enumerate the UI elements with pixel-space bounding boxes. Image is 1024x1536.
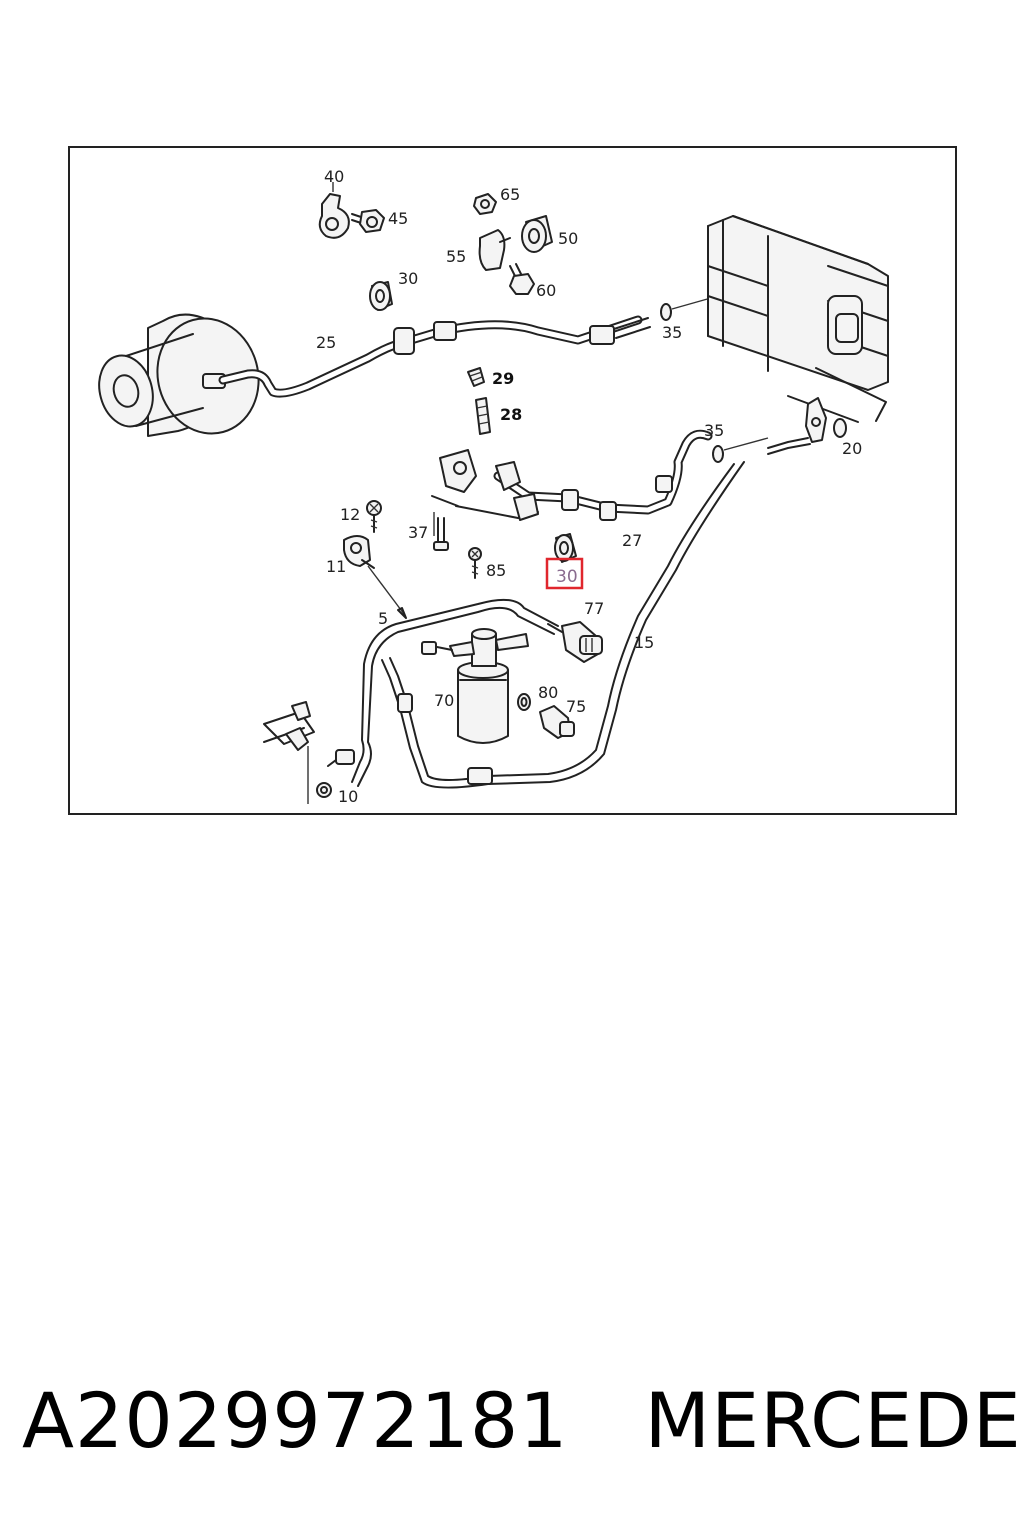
brand-name: MERCEDES xyxy=(644,1375,1024,1465)
compressor-part xyxy=(98,313,260,437)
bolt-37 xyxy=(433,512,449,551)
suction-hose-25 xyxy=(218,315,651,398)
callout-35-top: 35 xyxy=(662,323,682,342)
o-ring-35-mid xyxy=(712,437,769,463)
bracket-20 xyxy=(805,397,847,443)
callout-29: 29 xyxy=(492,369,514,388)
pressure-line-15 xyxy=(381,437,811,789)
callout-35-mid: 35 xyxy=(704,421,724,440)
bracket-55 xyxy=(478,229,511,271)
callout-40: 40 xyxy=(324,167,344,186)
callout-10: 10 xyxy=(338,787,358,806)
callout-50: 50 xyxy=(558,229,578,248)
parts-diagram: 40 45 65 50 55 60 30 25 35 29 28 35 20 1… xyxy=(68,146,957,815)
footer: A2029972181 MERCEDES xyxy=(22,1370,1024,1470)
screw-12 xyxy=(366,500,382,533)
part-number: A2029972181 xyxy=(22,1375,569,1465)
valve-cap-29 xyxy=(467,367,485,387)
callout-28: 28 xyxy=(500,405,522,424)
o-ring-10 xyxy=(316,782,332,798)
pressure-switch-77 xyxy=(547,621,603,663)
hose-27 xyxy=(431,429,713,521)
line-5 xyxy=(327,565,559,787)
callout-45: 45 xyxy=(388,209,408,228)
screw-85 xyxy=(468,547,482,579)
callout-15: 15 xyxy=(634,633,654,652)
bolt-60 xyxy=(509,263,535,295)
callout-20: 20 xyxy=(842,439,862,458)
callout-5: 5 xyxy=(378,609,388,628)
callout-30-top: 30 xyxy=(398,269,418,288)
callout-60: 60 xyxy=(536,281,556,300)
callout-85: 85 xyxy=(486,561,506,580)
rubber-mount-50 xyxy=(521,215,553,253)
callout-77: 77 xyxy=(584,599,604,618)
highlighted-callout-30: 30 xyxy=(545,557,584,590)
clamp-11 xyxy=(343,535,375,569)
evaporator-part xyxy=(707,215,889,423)
callout-11: 11 xyxy=(326,557,346,576)
grommet-30-top xyxy=(369,281,393,311)
callout-75: 75 xyxy=(566,697,586,716)
switch-75 xyxy=(539,705,575,739)
callout-30-highlight: 30 xyxy=(556,567,578,587)
service-valve-28 xyxy=(475,397,491,435)
o-ring-80 xyxy=(517,693,531,711)
grommet-30 xyxy=(554,533,577,563)
receiver-drier-70 xyxy=(421,628,529,744)
callout-65: 65 xyxy=(500,185,520,204)
callout-70: 70 xyxy=(434,691,454,710)
callout-27: 27 xyxy=(622,531,642,550)
clamp-40 xyxy=(318,182,350,239)
callout-80: 80 xyxy=(538,683,558,702)
callout-55: 55 xyxy=(446,247,466,266)
callout-12: 12 xyxy=(340,505,360,524)
callout-37: 37 xyxy=(408,523,428,542)
nut-65 xyxy=(473,193,497,215)
bolt-45 xyxy=(351,209,385,233)
bracket-left xyxy=(263,701,315,804)
callout-25: 25 xyxy=(316,333,336,352)
